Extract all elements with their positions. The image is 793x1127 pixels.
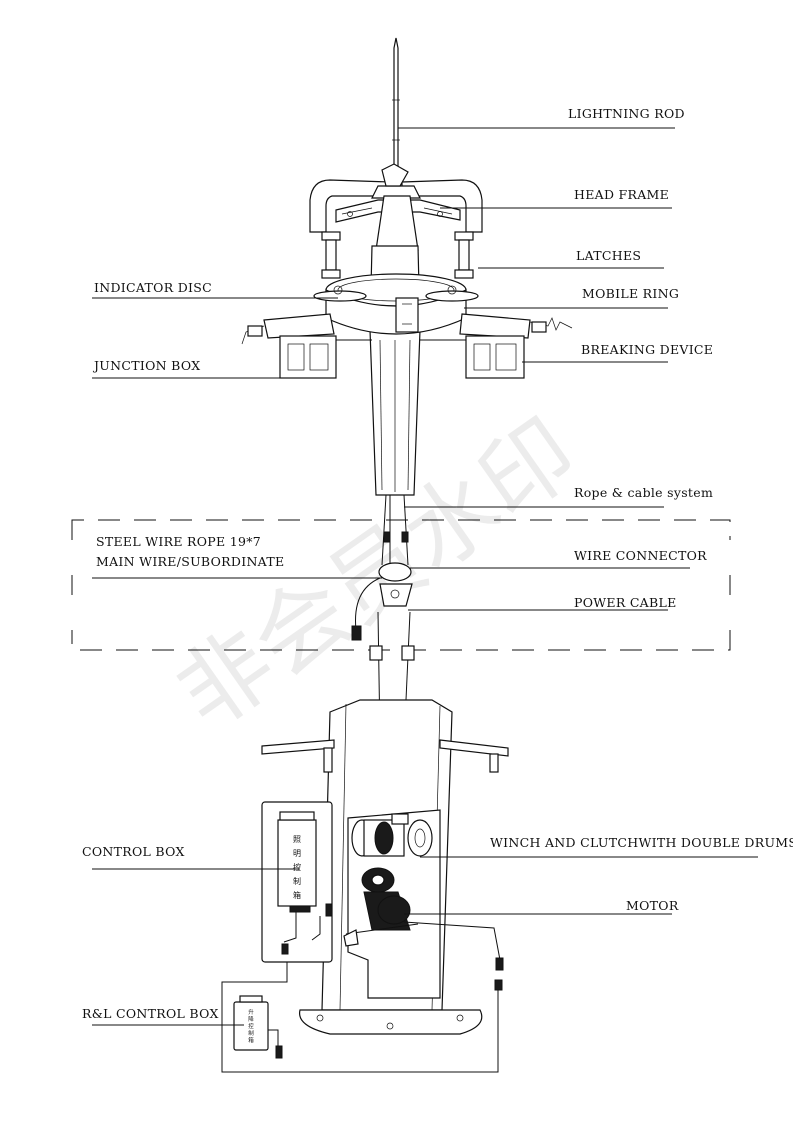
mobile-ring bbox=[325, 273, 467, 335]
label-junction-box: JUNCTION BOX bbox=[92, 358, 200, 373]
motor bbox=[343, 867, 419, 947]
label-breaking-device: BREAKING DEVICE bbox=[581, 342, 713, 357]
label-steel-wire-rope: STEEL WIRE ROPE 19*7 bbox=[96, 534, 261, 549]
lightning-rod bbox=[392, 37, 400, 181]
rl-box-char-5: 箱 bbox=[248, 1036, 254, 1044]
control-box-char-2: 明 bbox=[293, 849, 301, 858]
latches bbox=[321, 231, 474, 279]
indicator-disc bbox=[313, 285, 479, 302]
label-rope-cable-system: Rope & cable system bbox=[574, 485, 713, 500]
wiring bbox=[221, 921, 504, 1073]
wire-connector bbox=[369, 562, 415, 661]
rope-cable-system-frame bbox=[71, 519, 731, 651]
label-main-wire: MAIN WIRE/SUBORDINATE bbox=[96, 554, 284, 569]
label-rl-control-box: R&L CONTROL BOX bbox=[82, 1006, 219, 1021]
control-box-char-3: 控 bbox=[293, 862, 301, 872]
rl-box-char-4: 制 bbox=[248, 1029, 254, 1037]
label-indicator-disc: INDICATOR DISC bbox=[94, 280, 212, 295]
junction-box-right bbox=[420, 335, 525, 379]
leader-lines bbox=[92, 127, 758, 1026]
control-box: 照 明 控 制 箱 bbox=[261, 801, 333, 963]
rl-box-char-3: 控 bbox=[248, 1022, 254, 1030]
rl-box-char-1: 升 bbox=[248, 1008, 254, 1016]
label-control-box: CONTROL BOX bbox=[82, 844, 185, 859]
breaking-device bbox=[241, 313, 573, 345]
power-cable bbox=[351, 577, 381, 641]
label-mobile-ring: MOBILE RING bbox=[582, 286, 679, 301]
label-wire-connector: WIRE CONNECTOR bbox=[574, 548, 707, 563]
control-box-char-1: 照 bbox=[293, 835, 301, 844]
control-box-char-5: 箱 bbox=[293, 890, 301, 900]
label-motor: MOTOR bbox=[626, 898, 679, 913]
label-power-cable: POWER CABLE bbox=[574, 595, 677, 610]
rl-box-char-2: 降 bbox=[248, 1015, 254, 1023]
base-brackets bbox=[261, 739, 509, 773]
winch-double-drums bbox=[351, 813, 433, 857]
label-latches: LATCHES bbox=[576, 248, 641, 263]
label-winch: WINCH AND CLUTCHWITH DOUBLE DRUMS bbox=[490, 835, 793, 850]
rl-control-box: 升 降 控 制 箱 bbox=[233, 995, 283, 1059]
label-lightning-rod: LIGHTNING ROD bbox=[568, 106, 685, 121]
label-head-frame: HEAD FRAME bbox=[574, 187, 669, 202]
junction-box-left bbox=[279, 335, 372, 379]
head-frame bbox=[309, 163, 483, 251]
control-box-char-4: 制 bbox=[293, 876, 301, 886]
